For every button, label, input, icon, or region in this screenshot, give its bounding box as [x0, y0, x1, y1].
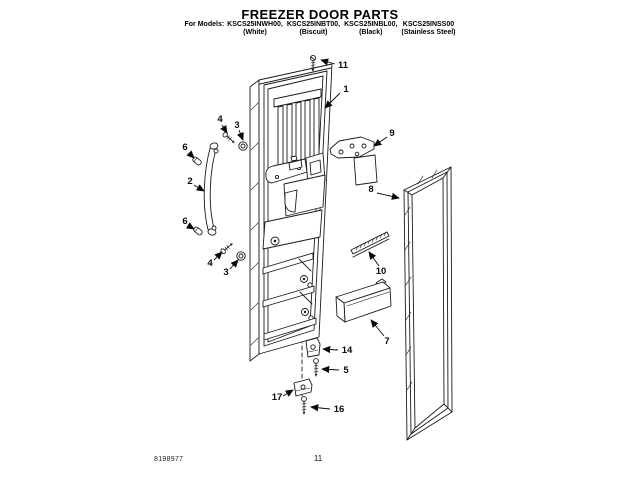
bottom-bracket — [293, 378, 313, 397]
document-number: 8198977 — [154, 456, 184, 463]
callout-11: 11 — [320, 58, 349, 71]
callout-8: 8 — [368, 184, 400, 200]
svg-text:1: 1 — [343, 84, 349, 95]
door-gasket — [403, 166, 453, 441]
dispenser-chute — [262, 152, 326, 250]
page-title: FREEZER DOOR PARTS — [241, 7, 399, 22]
door-shelf-rails — [262, 252, 317, 341]
svg-text:7: 7 — [384, 336, 389, 347]
handle-clip-lower — [193, 226, 203, 236]
cam-screw — [313, 358, 319, 377]
svg-text:10: 10 — [376, 266, 387, 277]
callout-2: 2 — [187, 176, 205, 192]
callout-6-lower: 6 — [182, 216, 195, 230]
model-finish-1: (Biscuit) — [299, 29, 328, 37]
callout-16: 16 — [310, 404, 345, 415]
freezer-door — [249, 63, 333, 362]
handle-screw-top — [222, 131, 235, 144]
svg-text:2: 2 — [187, 176, 192, 187]
bottom-screw — [301, 396, 307, 415]
svg-text:5: 5 — [343, 365, 349, 376]
model-finish-2: (Black) — [359, 29, 383, 37]
models-table: For Models: KSCS25INWH00, KSCS25INBT00, … — [183, 21, 458, 38]
callouts: 1 2 3 3 4 4 5 — [182, 58, 400, 415]
svg-text:17: 17 — [272, 392, 283, 403]
callout-4-top: 4 — [217, 114, 228, 134]
model-number-2: KSCS25INBL00, — [344, 21, 398, 28]
hinge-screw — [309, 54, 317, 72]
svg-text:14: 14 — [342, 345, 353, 356]
svg-text:3: 3 — [234, 120, 239, 131]
page-number: 11 — [313, 454, 323, 463]
shelf-trim — [350, 231, 390, 258]
callout-14: 14 — [322, 345, 353, 356]
callout-10: 10 — [368, 251, 387, 277]
callout-17: 17 — [272, 389, 294, 403]
handle-grommet-bottom — [236, 251, 246, 261]
hinge-bracket — [329, 136, 378, 186]
models-row: For Models: KSCS25INWH00, KSCS25INBT00, … — [183, 21, 458, 29]
svg-text:4: 4 — [207, 258, 213, 269]
callout-7: 7 — [370, 319, 390, 347]
callout-3-bottom: 3 — [223, 259, 239, 278]
models-label: For Models: — [184, 21, 225, 28]
svg-text:6: 6 — [182, 216, 187, 227]
svg-text:16: 16 — [334, 404, 345, 415]
closing-cam — [305, 337, 321, 358]
finishes-row: (White) (Biscuit) (Black) (Stainless Ste… — [183, 29, 458, 37]
svg-text:3: 3 — [223, 267, 228, 278]
model-number-3: KSCS25INSS00 — [402, 21, 455, 28]
model-number-1: KSCS25INBT00, — [286, 21, 341, 28]
callout-5: 5 — [321, 365, 349, 376]
svg-text:9: 9 — [389, 128, 394, 139]
model-finish-0: (White) — [243, 29, 267, 37]
model-number-0: KSCS25INWH00, — [227, 21, 283, 28]
handle-grommet-top — [238, 141, 248, 151]
svg-text:8: 8 — [368, 184, 373, 195]
callout-9: 9 — [373, 128, 395, 147]
callout-3-top: 3 — [234, 120, 244, 141]
svg-text:4: 4 — [217, 114, 223, 125]
model-finish-3: (Stainless Steel) — [401, 29, 456, 37]
callout-4-bottom: 4 — [207, 251, 223, 269]
callout-1: 1 — [324, 84, 349, 109]
door-bin — [335, 278, 392, 323]
svg-text:6: 6 — [182, 142, 187, 153]
svg-text:11: 11 — [338, 60, 349, 71]
callout-6-upper: 6 — [182, 142, 195, 159]
door-handle — [203, 142, 219, 236]
